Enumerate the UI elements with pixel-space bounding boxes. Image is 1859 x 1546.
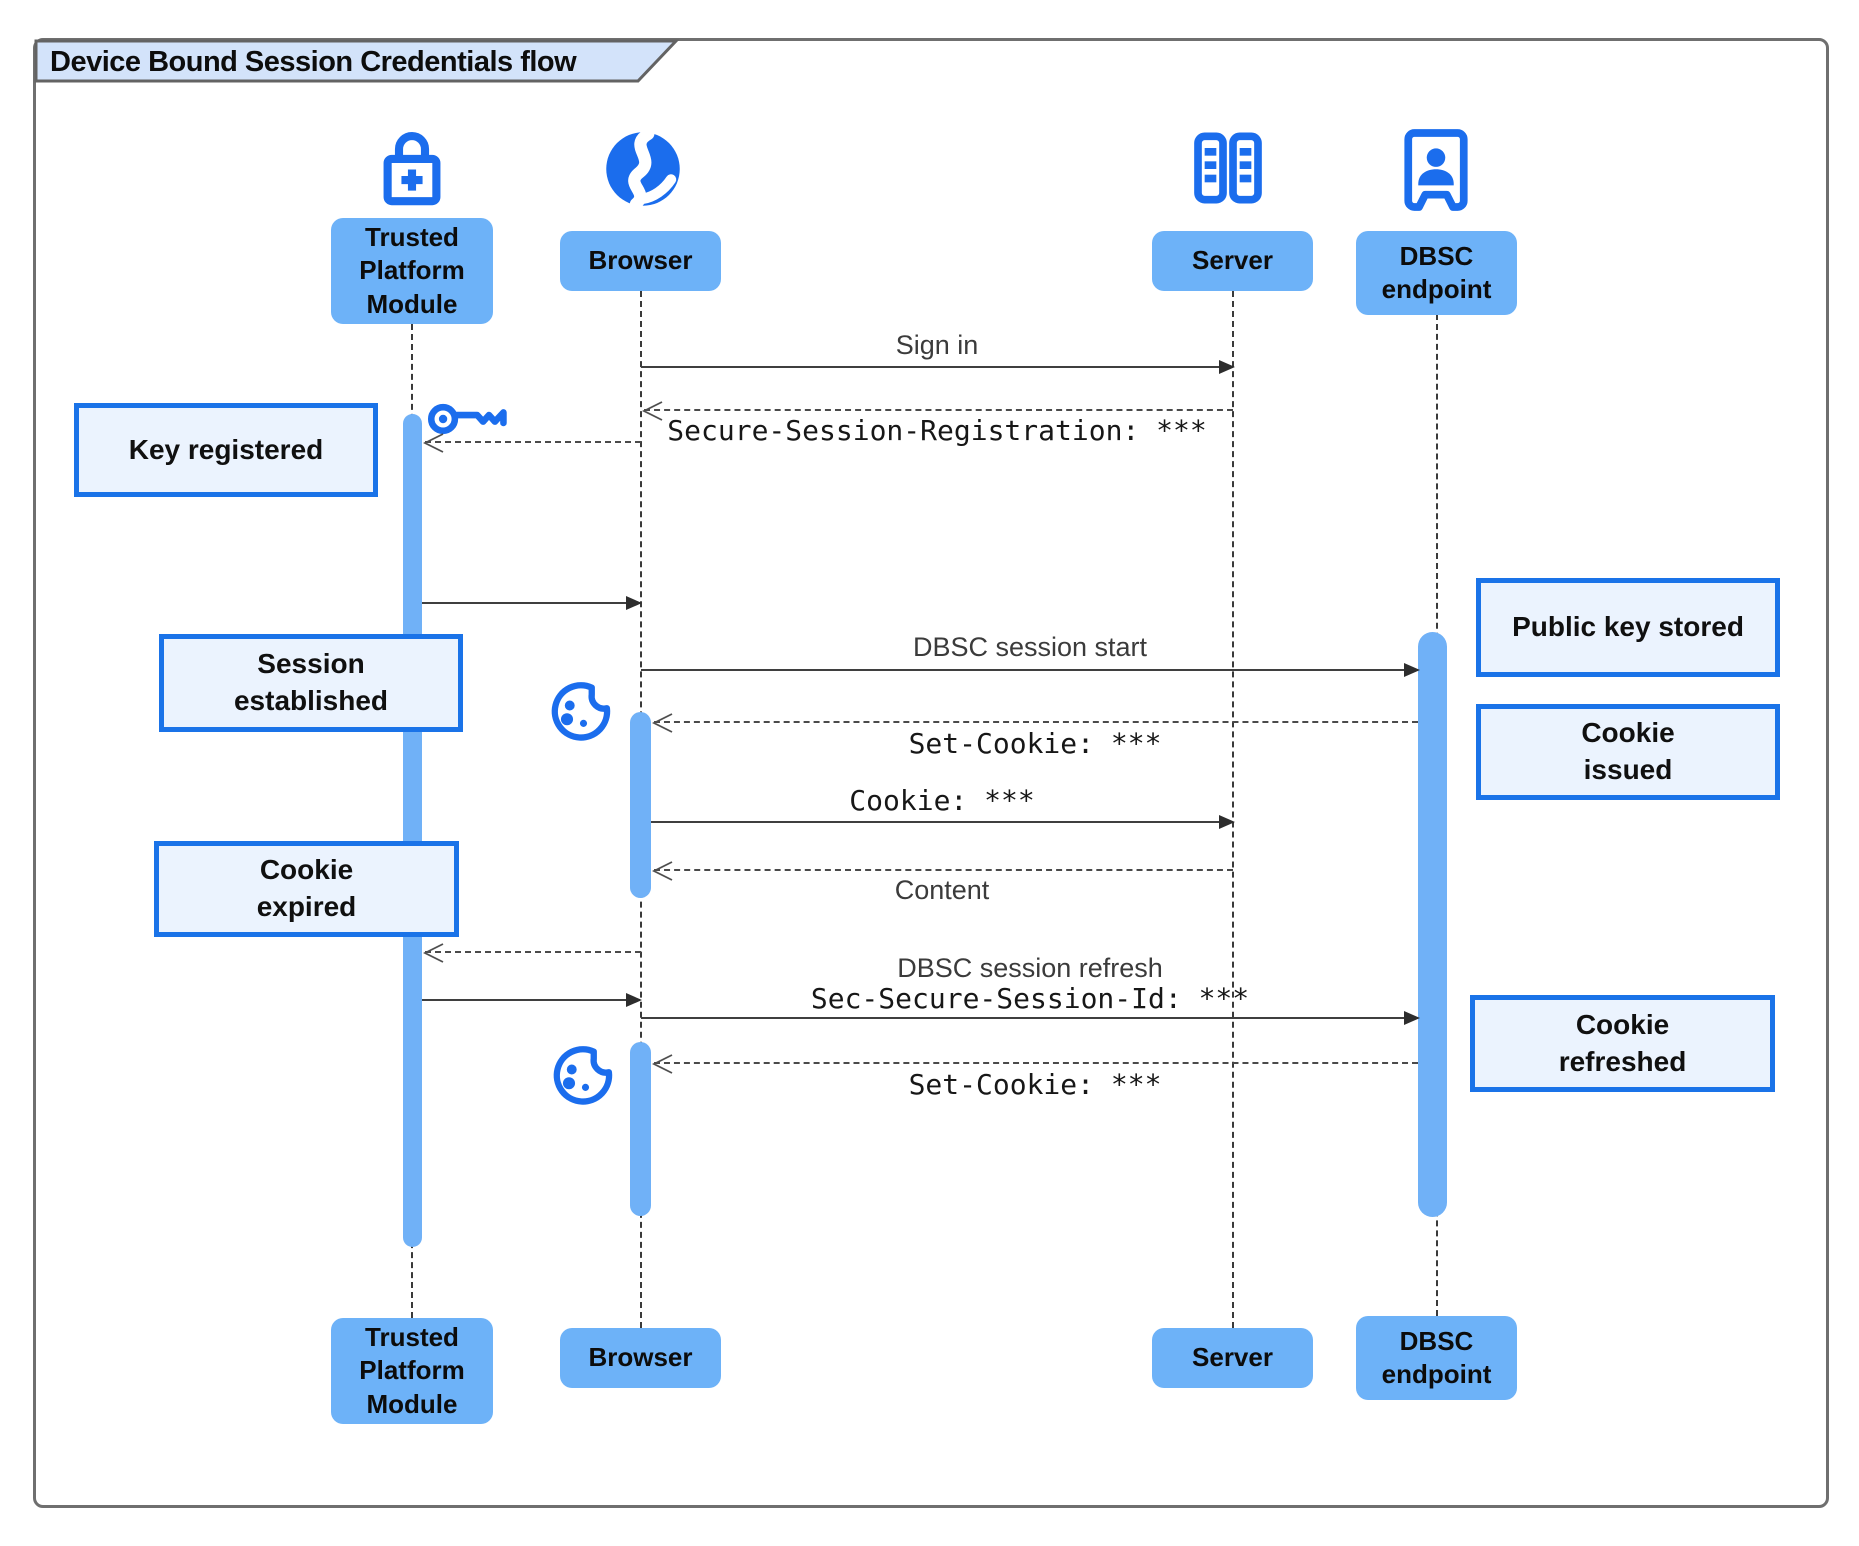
note-cookie-refreshed: Cookie refreshed [1470,995,1775,1092]
note-label: Key registered [128,433,324,465]
note-cookie-issued: Cookie issued [1476,704,1780,800]
diagram-title: Device Bound Session Credentials flow [50,46,577,78]
lifeline-server [1232,291,1234,1328]
message-label-set-cookie: Set-Cookie: *** [908,727,1162,760]
actor-tpm-top: Trusted Platform Module [331,218,493,324]
cookie-icon-1 [545,676,611,746]
activation-dbsc [1418,632,1447,1217]
arrow-key-ready [422,596,642,610]
arrowhead-filled [1404,663,1420,677]
message-label-content: Content [894,875,990,905]
message-label-dbsc-session-refresh: DBSC session refresh [897,953,1163,983]
arrow-content [651,861,1233,881]
arrowhead-filled [1219,360,1235,374]
note-session-established: Session established [159,634,463,732]
arrow-set-cookie [651,713,1418,733]
actor-label: Trusted Platform Module [359,222,465,319]
arrow-dbsc-session-start [641,663,1420,677]
actor-dbsc-bottom: DBSC endpoint [1356,1316,1517,1400]
note-cookie-expired: Cookie expired [154,841,459,937]
note-label: Cookie issued [1581,717,1675,785]
actor-browser-bottom: Browser [560,1328,721,1388]
arrowhead-open [422,431,446,455]
note-key-registered: Key registered [74,403,378,497]
arrowhead-open [651,859,675,883]
actor-label: Browser [588,1342,693,1373]
actor-browser-top: Browser [560,231,721,291]
note-label: Public key stored [1512,611,1744,643]
message-label-cookie: Cookie: *** [849,784,1035,817]
message-label-session-registration: Secure-Session-Registration: *** [667,414,1207,447]
arrow-cookie [651,815,1235,829]
arrowhead-open [651,711,675,735]
message-label-sec-secure-session-id: Sec-Secure-Session-Id: *** [810,982,1250,1015]
key-icon [426,394,510,444]
activation-browser-2 [630,1042,651,1216]
message-label-sign-in: Sign in [895,330,979,360]
activation-tpm [403,414,422,1247]
arrow-dbsc-session-refresh [641,1011,1420,1025]
title-tab [34,39,680,83]
note-public-key-stored: Public key stored [1476,578,1780,677]
actor-server-bottom: Server [1152,1328,1313,1388]
arrowhead-filled [626,993,642,1007]
lock-plus-icon [373,124,451,210]
arrowhead-open [641,399,665,423]
message-label-dbsc-session-start: DBSC session start [912,632,1148,662]
arrow-refresh-key-ready [422,993,642,1007]
actor-label: Server [1192,245,1273,276]
globe-icon [601,127,685,211]
arrowhead-filled [626,596,642,610]
note-label: Session established [233,648,389,716]
door-person-icon [1399,128,1473,212]
arrowhead-filled [1219,815,1235,829]
message-label-set-cookie-2: Set-Cookie: *** [908,1068,1162,1101]
arrow-set-cookie-2 [651,1054,1418,1074]
arrow-refresh-key-request [422,943,641,963]
actor-label: DBSC endpoint [1381,240,1492,304]
server-racks-icon [1188,128,1268,208]
arrowhead-filled [1404,1011,1420,1025]
actor-label: Browser [588,245,693,276]
actor-dbsc-top: DBSC endpoint [1356,231,1517,315]
arrow-session-registration [641,401,1233,421]
arrowhead-open [422,941,446,965]
actor-tpm-bottom: Trusted Platform Module [331,1318,493,1424]
arrow-register-key [422,433,641,453]
arrow-sign-in [641,360,1235,374]
activation-browser-1 [630,712,651,898]
actor-label: DBSC endpoint [1381,1325,1492,1389]
cookie-icon-2 [547,1040,613,1110]
note-label: Cookie refreshed [1558,1008,1687,1077]
actor-label: Server [1192,1342,1273,1373]
arrowhead-open [651,1052,675,1076]
actor-server-top: Server [1152,231,1313,291]
actor-label: Trusted Platform Module [359,1322,465,1419]
note-label: Cookie expired [256,854,357,922]
